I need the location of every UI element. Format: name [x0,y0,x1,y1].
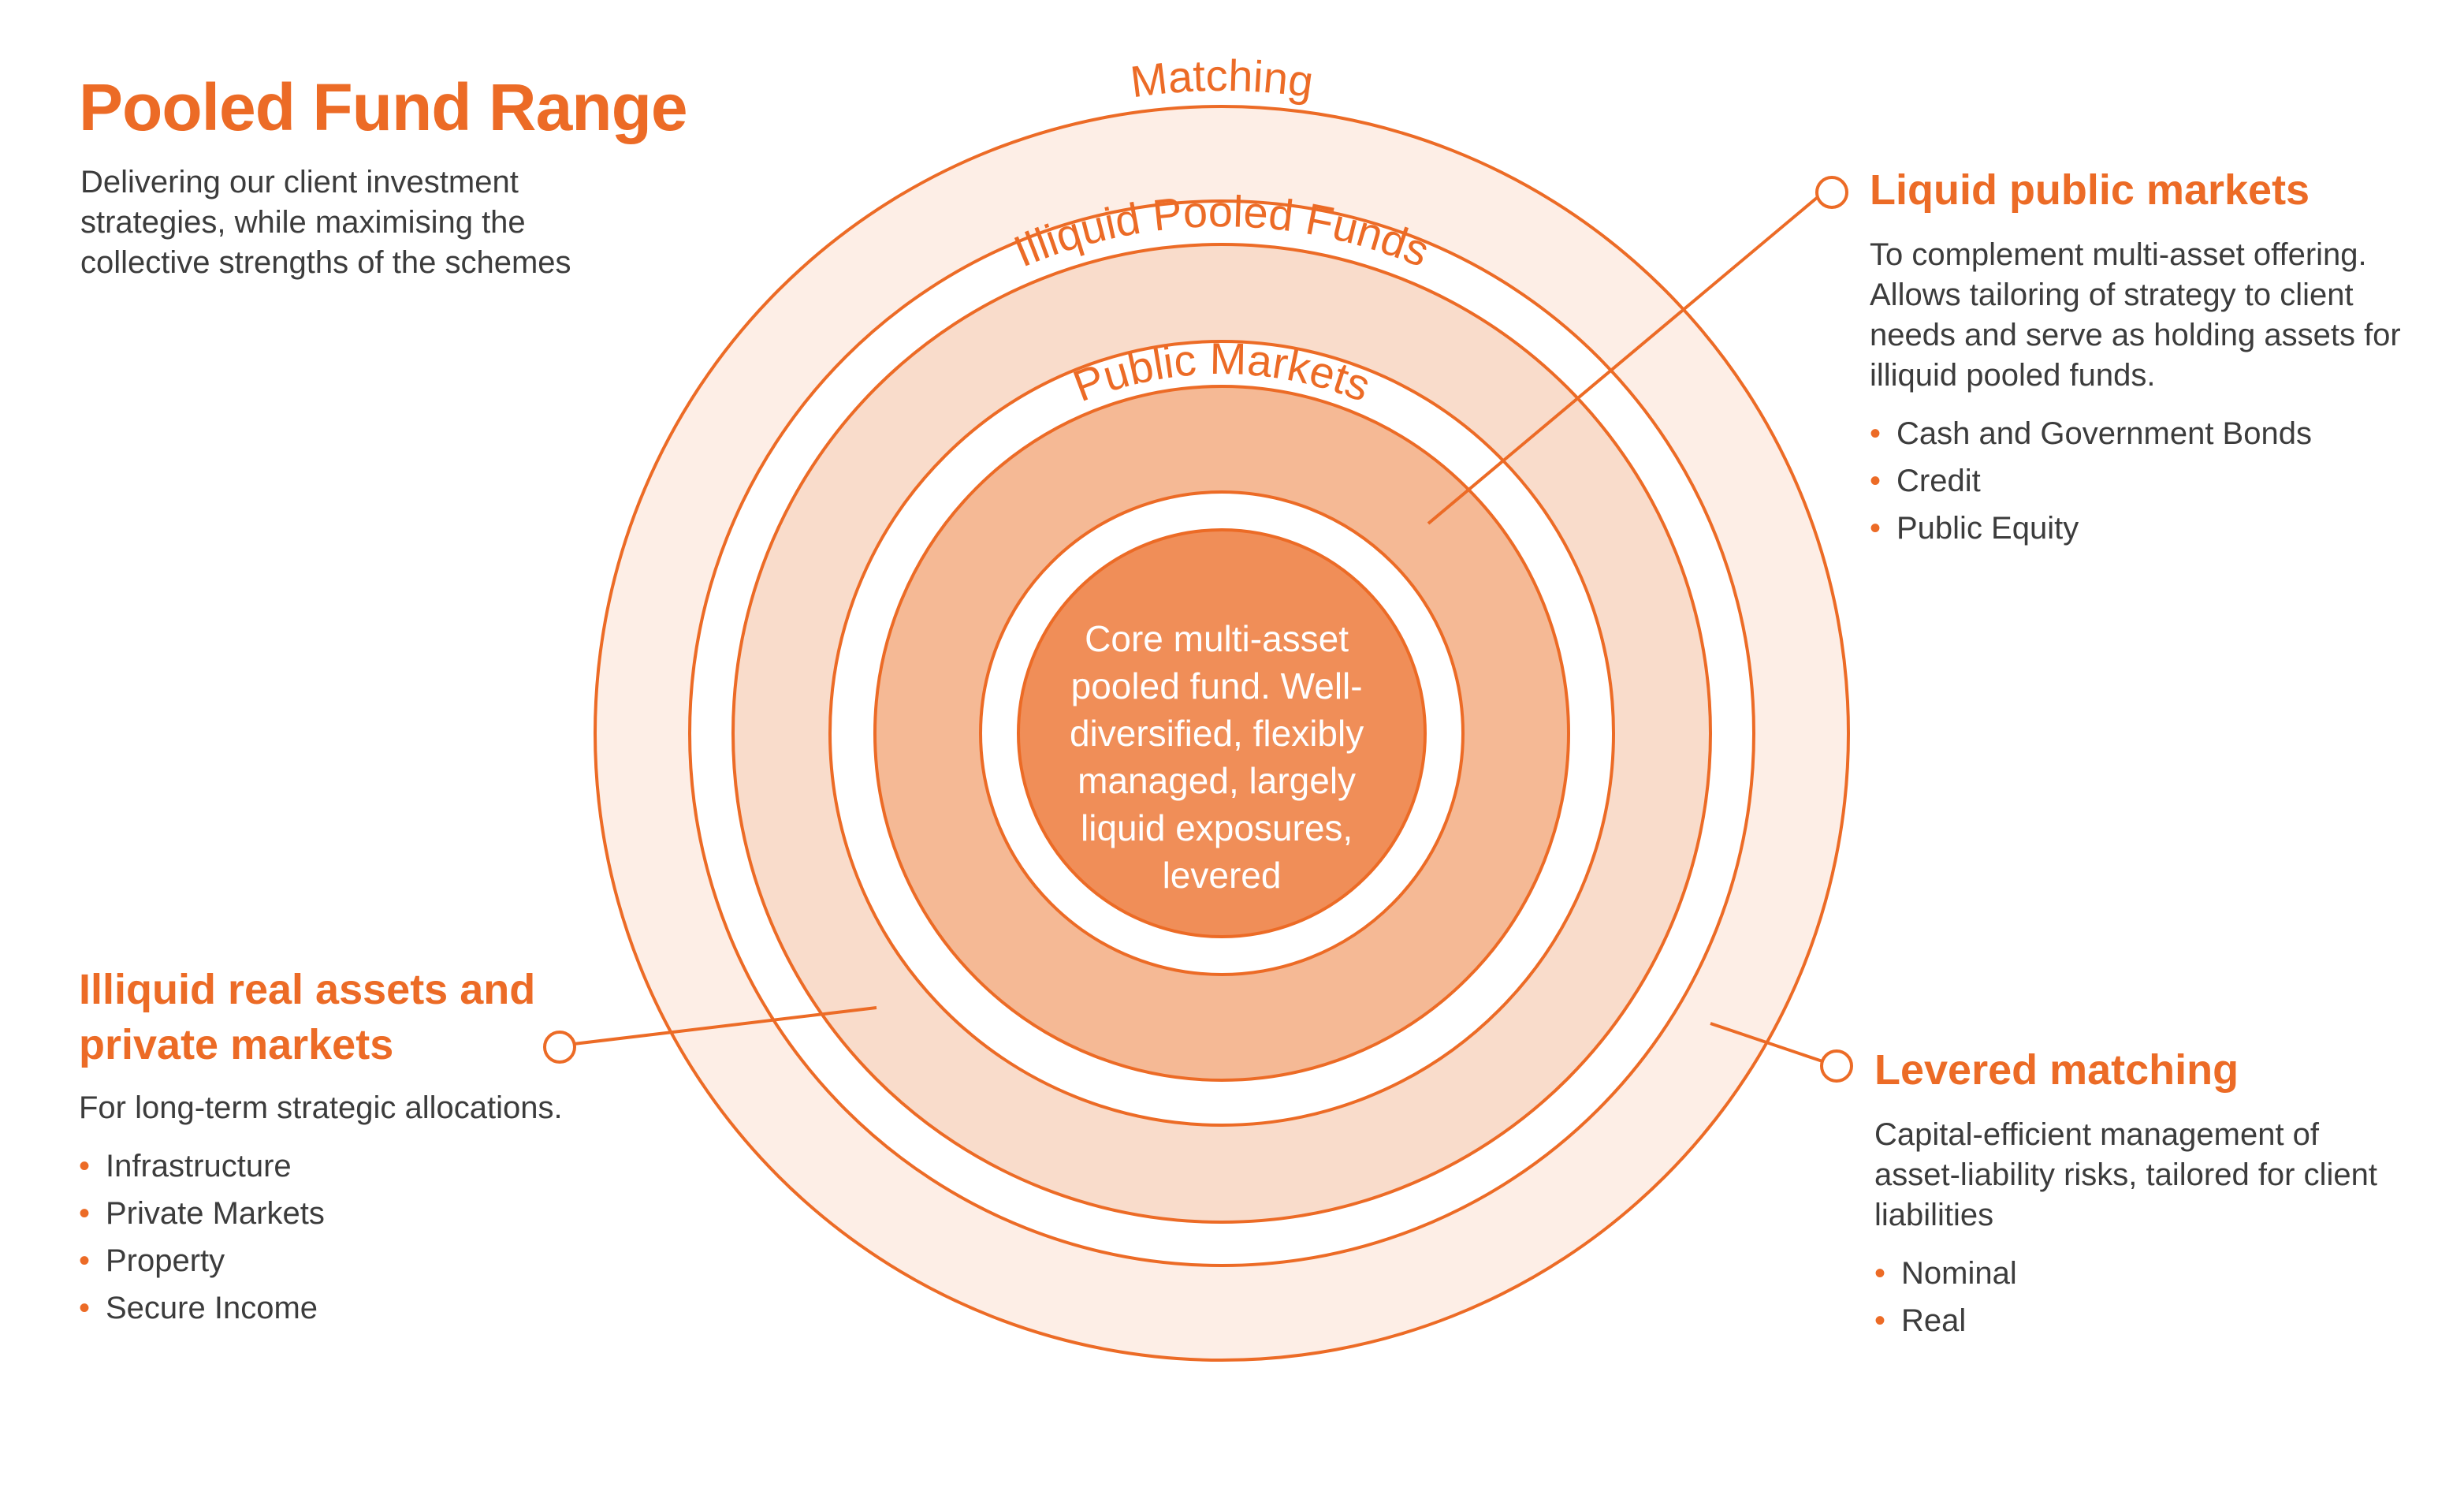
callout-description: Capital-efficient management of asset-li… [1874,1117,2377,1232]
page-title: Pooled Fund Range [79,70,688,144]
list-item: Nominal [1874,1250,2379,1297]
callout-heading: Levered matching [1874,1046,2239,1094]
callout-liquid-public-markets: Liquid public markets To complement mult… [1870,162,2437,552]
core-line: liquid exposures, [1081,807,1353,848]
list-item: Real [1874,1297,2379,1344]
list-item: Property [79,1237,662,1284]
connector-levered-matching [1710,1022,1823,1063]
core-fund-text: Core multi-asset pooled fund. Well- dive… [1070,618,1374,896]
core-line: managed, largely [1078,760,1356,801]
callout-illiquid-real-assets: Illiquid real assets and private markets… [79,962,662,1332]
callout-heading: Illiquid real assets and [79,966,536,1013]
callout-levered-matching: Levered matching Capital-efficient manag… [1874,1042,2379,1344]
connector-illiquid-real-assets [573,1006,877,1046]
page-intro: Delivering our client investment strateg… [80,165,571,280]
list-item: Public Equity [1870,505,2437,552]
connector-liquid-public-markets [1427,196,1819,525]
callout-bullet-list: Infrastructure Private Markets Property … [79,1142,662,1332]
callout-bullet-list: Nominal Real [1874,1250,2379,1344]
core-line: levered [1163,855,1282,896]
callout-heading: Liquid public markets [1870,166,2310,214]
matching-ring-label: Matching [1128,50,1316,107]
list-item: Private Markets [79,1190,662,1237]
callout-heading: private markets [79,1021,394,1068]
connector-dot-levered-matching [1820,1049,1853,1083]
connector-dot-illiquid-real-assets [543,1031,576,1064]
list-item: Secure Income [79,1284,662,1332]
callout-description: To complement multi-asset offering. Allo… [1870,237,2401,393]
list-item: Infrastructure [79,1142,662,1190]
callout-bullet-list: Cash and Government Bonds Credit Public … [1870,410,2437,552]
core-line: pooled fund. Well- [1071,665,1363,706]
connector-dot-liquid-public-markets [1815,176,1848,209]
list-item: Cash and Government Bonds [1870,410,2437,457]
list-item: Credit [1870,457,2437,505]
callout-description: For long-term strategic allocations. [79,1090,563,1125]
core-line: diversified, flexibly [1070,713,1364,754]
core-line: Core multi-asset [1085,618,1349,659]
core-fund-circle [1017,528,1427,938]
